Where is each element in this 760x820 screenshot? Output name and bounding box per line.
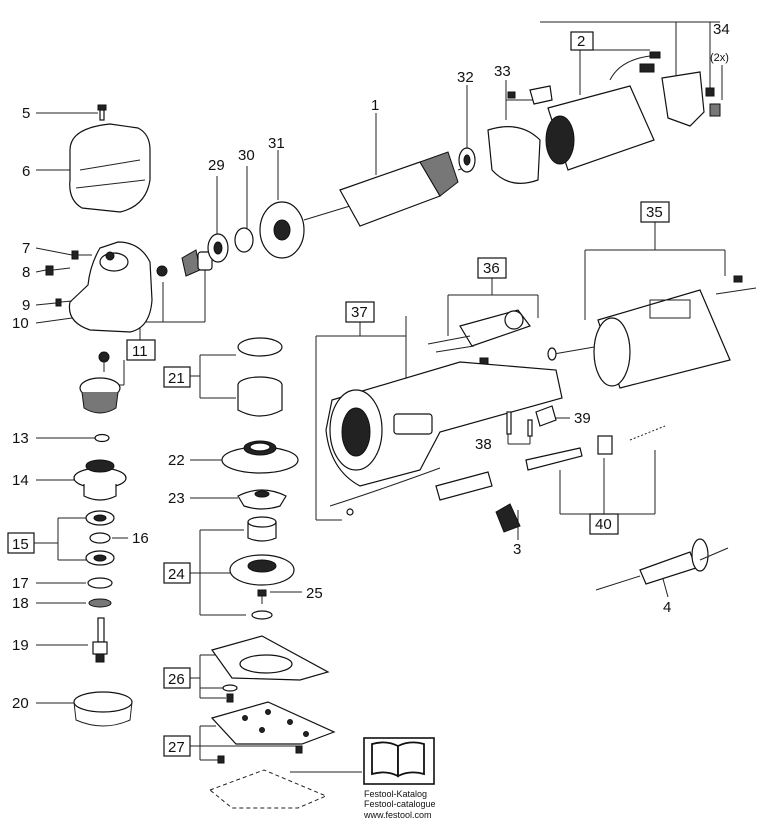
- switch-36: [427, 309, 531, 367]
- part-number-labels: 5 6 7 8 9 10 11 13 14 15 16 17 18 19 20 …: [12, 21, 730, 756]
- label-6: 6: [22, 163, 30, 180]
- screw-9: [55, 298, 73, 307]
- part-shapes: [45, 51, 757, 809]
- cable-4: [595, 538, 729, 591]
- label-3: 3: [513, 541, 521, 558]
- bearing-29: [207, 233, 229, 263]
- screw-5: [97, 104, 107, 121]
- screw-8: [45, 265, 71, 276]
- label-40: 40: [595, 516, 612, 533]
- label-8: 8: [22, 264, 30, 281]
- clamp-23: [237, 489, 287, 510]
- label-36: 36: [483, 260, 500, 277]
- screw-27b: [217, 755, 225, 764]
- label-33: 33: [494, 63, 511, 80]
- stator-2: [545, 51, 661, 171]
- bearing-15a: [85, 510, 115, 526]
- label-23: 23: [168, 490, 185, 507]
- gear-housing-10: [68, 241, 153, 333]
- circlip-18: [88, 598, 112, 608]
- pinion-gear-11: [79, 351, 121, 414]
- armature-1: [303, 151, 471, 227]
- catalog-line1: Festool-Katalog: [364, 789, 427, 799]
- screw-25: [257, 589, 267, 604]
- label-18: 18: [12, 595, 29, 612]
- baffle-33: [487, 85, 553, 184]
- label-5: 5: [22, 105, 30, 122]
- label-29: 29: [208, 157, 225, 174]
- label-37: 37: [351, 304, 368, 321]
- pad-carrier-24: [229, 516, 295, 586]
- motor-cap-6: [69, 123, 151, 213]
- label-38: 38: [475, 436, 492, 453]
- fan-31: [259, 201, 305, 259]
- catalog-url: www.festool.com: [363, 810, 432, 820]
- screw-38b: [527, 419, 533, 437]
- main-housing-37: [325, 361, 563, 516]
- screw-38a: [506, 411, 512, 435]
- ring-20: [73, 691, 133, 727]
- label-31: 31: [268, 135, 285, 152]
- book-icon: [363, 737, 435, 785]
- bevel-pinion: [181, 249, 213, 277]
- slide-bar: [435, 471, 521, 533]
- label-2: 2: [577, 33, 585, 50]
- o-ring-24: [251, 610, 273, 620]
- label-22: 22: [168, 452, 185, 469]
- eccentric-shaft-19: [92, 617, 108, 663]
- boxed-labels: [7, 31, 670, 757]
- brush-holder-34: [639, 63, 721, 127]
- label-9: 9: [22, 297, 30, 314]
- bearing-32: [458, 147, 476, 173]
- catalog-line2: Festool-catalogue: [364, 799, 436, 809]
- label-11: 11: [132, 343, 148, 360]
- label-1: 1: [371, 97, 379, 114]
- spacer-16: [89, 532, 111, 544]
- washer-30: [234, 227, 254, 253]
- screw-26: [226, 693, 234, 703]
- label-7: 7: [22, 240, 30, 257]
- abrasive-outline: [209, 769, 328, 809]
- label-34-note: (2x): [710, 52, 729, 64]
- label-24: 24: [168, 566, 185, 583]
- label-20: 20: [12, 695, 29, 712]
- label-17: 17: [12, 575, 29, 592]
- label-19: 19: [12, 637, 29, 654]
- label-13: 13: [12, 430, 29, 447]
- screw-near-gear: [156, 265, 168, 277]
- ring-17: [87, 577, 113, 589]
- label-27: 27: [168, 739, 185, 756]
- label-15: 15: [12, 536, 29, 553]
- switch-lever-40: [525, 425, 666, 471]
- screw-27a: [295, 745, 303, 754]
- sanding-sheet-27: [210, 701, 336, 745]
- flange-22: [221, 440, 299, 474]
- label-26: 26: [168, 671, 185, 688]
- label-32: 32: [457, 69, 474, 86]
- bearing-15b: [85, 550, 115, 566]
- motor-housing-35: [547, 275, 757, 389]
- triangular-pad-26: [211, 635, 330, 681]
- label-4: 4: [663, 599, 671, 616]
- label-21: 21: [168, 370, 185, 387]
- washer-26: [222, 684, 238, 692]
- label-25: 25: [306, 585, 323, 602]
- label-30: 30: [238, 147, 255, 164]
- label-35: 35: [646, 204, 663, 221]
- bellows-21: [237, 337, 283, 417]
- screw-7: [71, 250, 92, 260]
- label-10: 10: [12, 315, 29, 332]
- washer-13: [94, 433, 110, 443]
- label-14: 14: [12, 472, 29, 489]
- bearing-housing-14: [73, 459, 127, 501]
- label-39: 39: [574, 410, 591, 427]
- clip-39: [535, 405, 557, 427]
- label-16: 16: [132, 530, 149, 547]
- label-34: 34: [713, 21, 730, 38]
